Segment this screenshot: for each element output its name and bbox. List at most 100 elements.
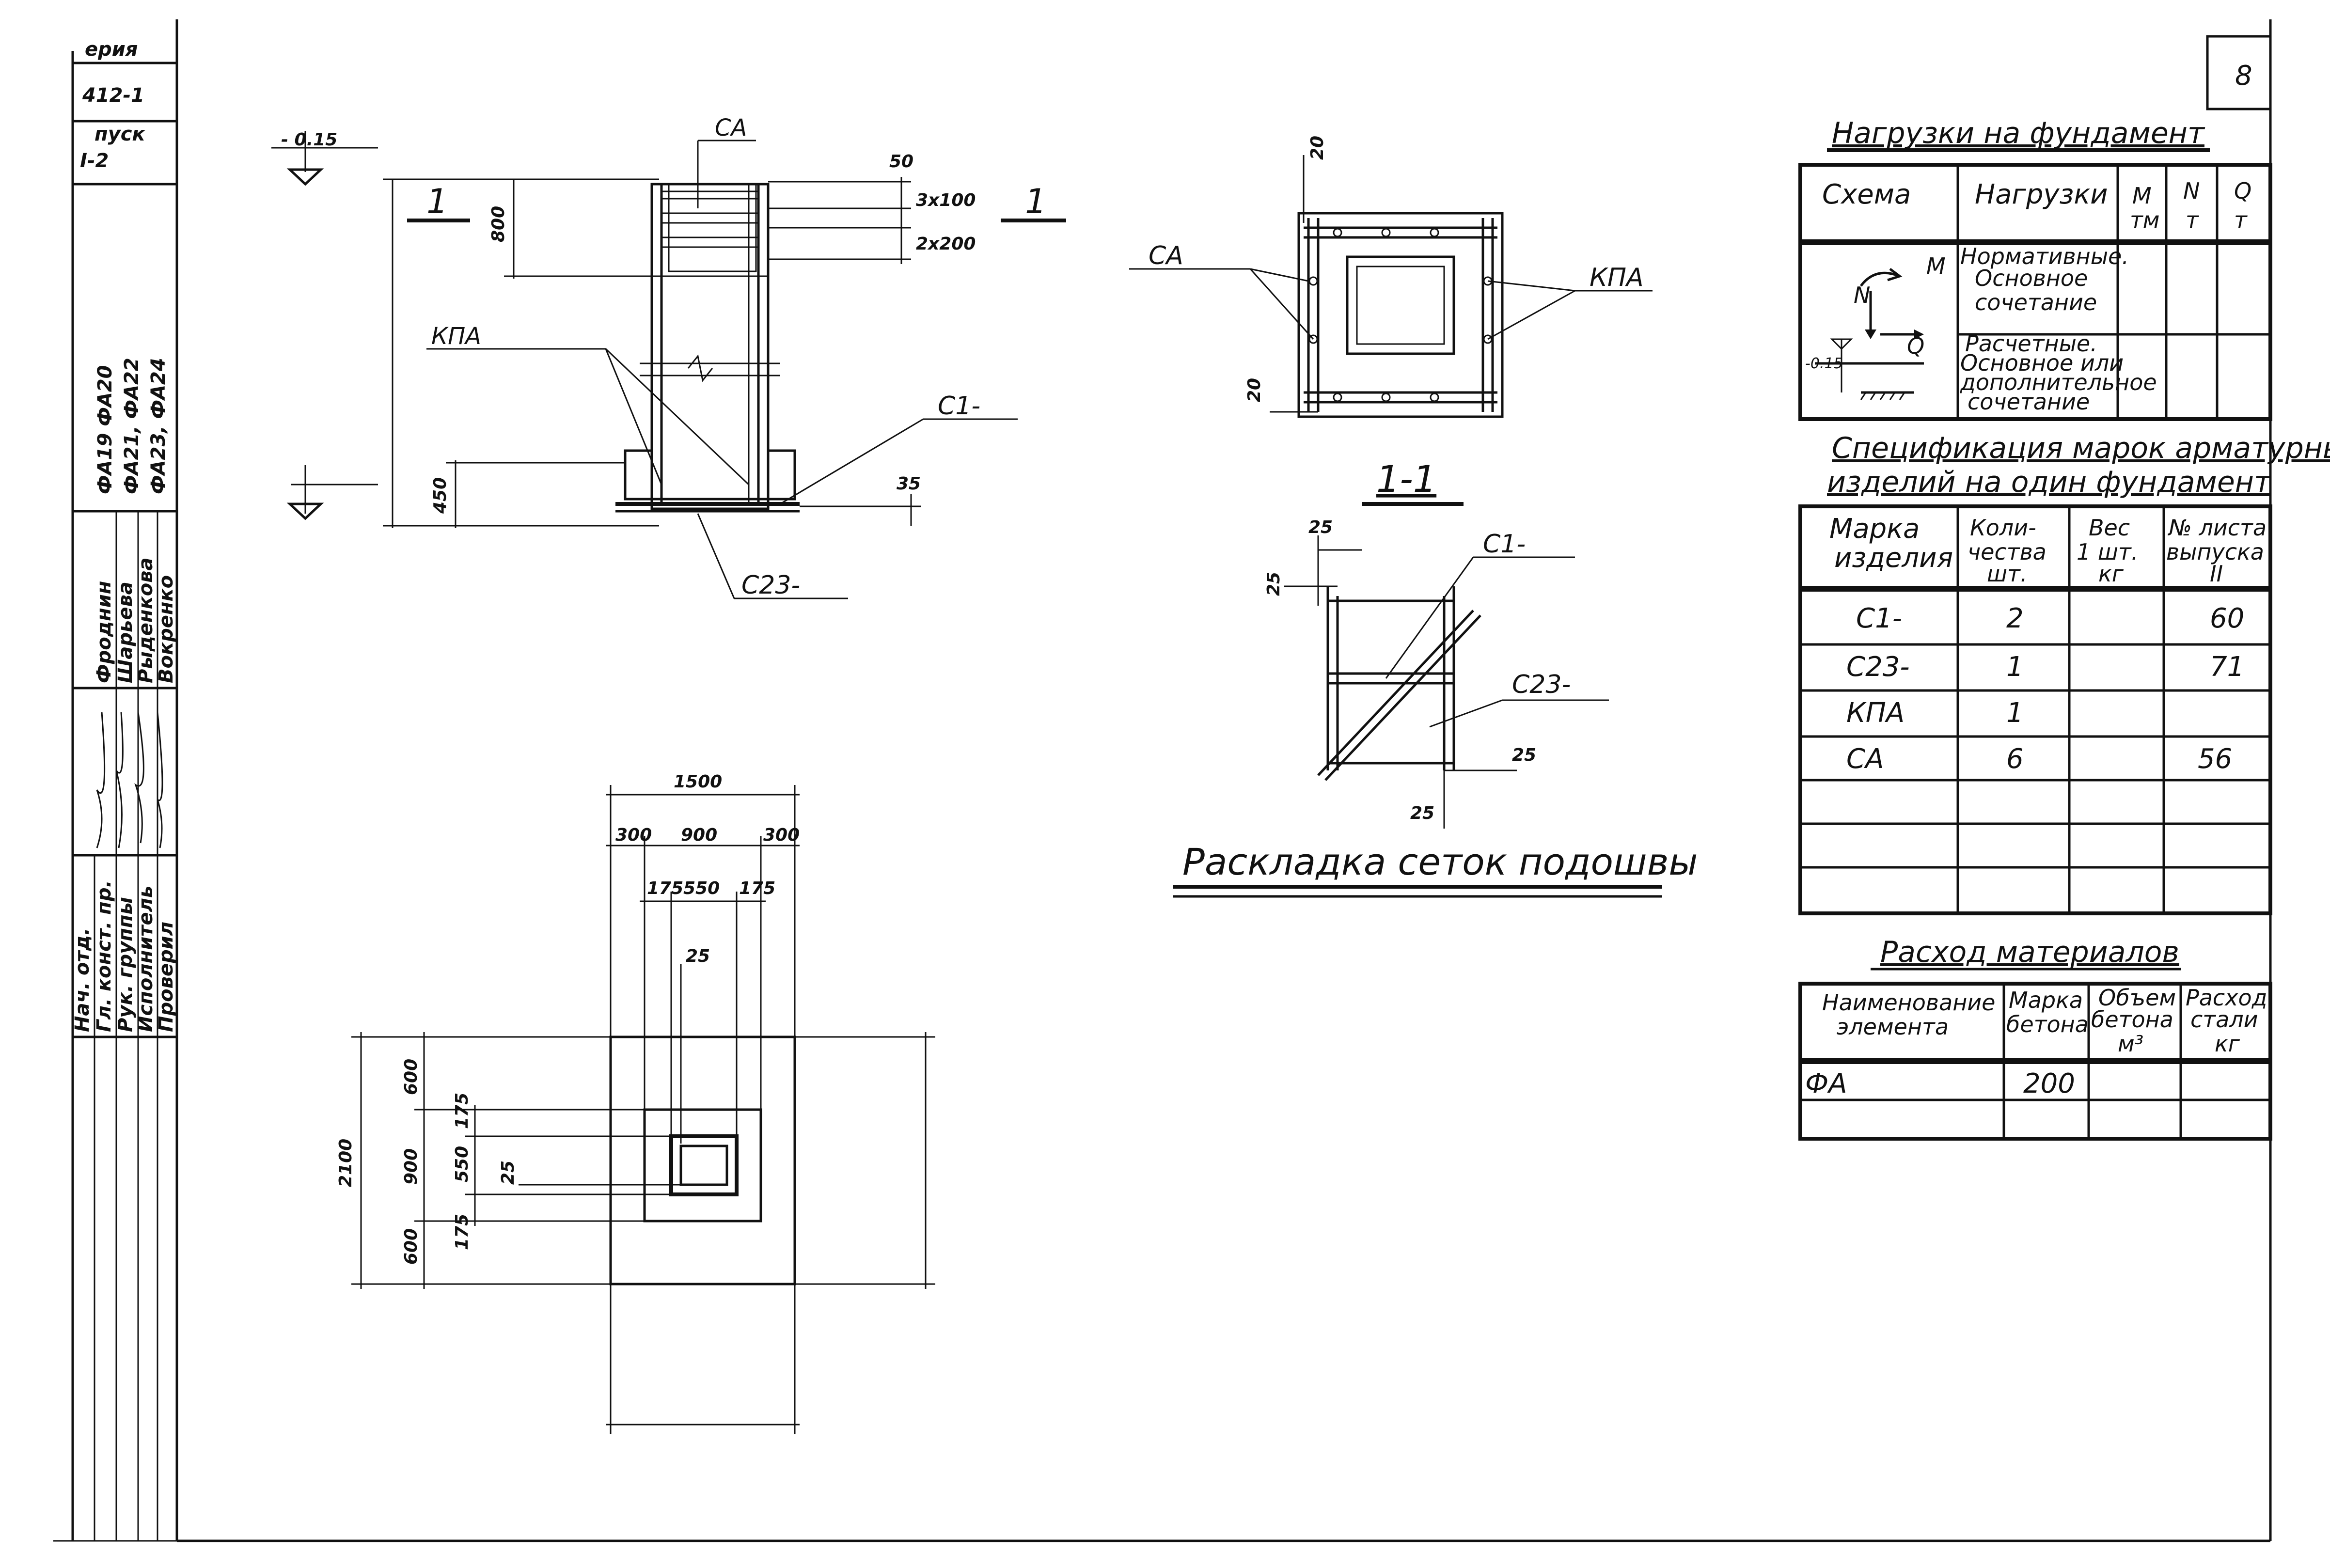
loads-r2-l1: Расчетные. xyxy=(1965,330,2097,357)
series-label: ерия xyxy=(85,38,138,61)
scheme-n: N xyxy=(1854,282,1870,308)
mesh-plan: СА КПА 20 20 xyxy=(1129,136,1653,418)
plan-dim-offset-v: 25 xyxy=(498,1160,518,1185)
mark-line-2: ФА21, ФА22 xyxy=(121,358,143,494)
sheet-number: 8 xyxy=(2235,60,2252,92)
spec-title-1: Спецификация марок арматурных xyxy=(1832,431,2330,465)
loads-r1-l2: Основное xyxy=(1975,265,2088,291)
scheme-m: М xyxy=(1926,253,1946,279)
plan-dim-overall-w: 1500 xyxy=(674,772,722,792)
spec-h-sheet-3: II xyxy=(2210,561,2223,587)
spec-r3-mark: КПА xyxy=(1846,697,1905,729)
spec-r2-qty: 1 xyxy=(2006,651,2024,683)
label-c23: С23- xyxy=(741,571,800,600)
materials-table: Расход материалов Наименование элемента … xyxy=(1798,935,2272,1141)
spec-r1-mark: С1- xyxy=(1856,603,1902,634)
s11-label-c23: С23- xyxy=(1512,670,1571,699)
mat-h-grade-1: Марка xyxy=(2009,987,2083,1013)
mat-h-steel-1: Расход xyxy=(2186,985,2267,1011)
loads-table: Нагрузки на фундамент Схема Нагрузки М т… xyxy=(1798,116,2272,421)
name-3: Рыденкова xyxy=(135,558,157,684)
spec-r4-qty: 6 xyxy=(2006,743,2024,775)
plan-dim-ih-top: 175 xyxy=(452,1093,472,1129)
plan-dim-w-right: 300 xyxy=(763,825,800,845)
loads-h-n-unit: т xyxy=(2186,207,2199,233)
dim-spacing-b: 2х200 xyxy=(916,234,976,254)
role-1: Нач. отд. xyxy=(71,928,94,1032)
role-5: Проверил xyxy=(155,922,177,1032)
mesh-layout-title-group: Раскладка сеток подошвы xyxy=(1173,840,1698,898)
scheme-q: Q xyxy=(1907,333,1924,359)
cut-mark-left: 1 xyxy=(426,182,448,221)
materials-title: Расход материалов xyxy=(1880,935,2179,969)
spec-r1-sheet: 60 xyxy=(2210,603,2244,634)
spec-h-qty-3: шт. xyxy=(1987,561,2028,587)
spec-h-weight-1: Вес xyxy=(2089,515,2130,541)
s11-dim-a: 25 xyxy=(1308,517,1333,537)
cut-mark-right: 1 xyxy=(1025,182,1047,221)
spec-h-sheet-1: № листа xyxy=(2167,515,2267,541)
mark-line-3: ФА23, ФА24 xyxy=(147,358,170,494)
loads-r1-l3: сочетание xyxy=(1975,289,2097,315)
spec-h-weight-2: 1 шт. xyxy=(2077,539,2138,565)
mat-r1-name: ФА xyxy=(1805,1068,1847,1099)
plan-dim-w-left: 300 xyxy=(615,825,652,845)
mesh-dim-top: 20 xyxy=(1307,136,1327,160)
s11-dim-b: 25 xyxy=(1264,572,1284,596)
spec-table: Спецификация марок арматурных изделий на… xyxy=(1798,431,2330,915)
name-2: Шарьева xyxy=(114,581,137,683)
plan-dim-inner-l: 175 xyxy=(647,878,683,898)
label-kpa: КПА xyxy=(431,323,481,350)
name-1: Фроднин xyxy=(93,581,115,683)
plan-dim-h-mid: 900 xyxy=(401,1148,421,1185)
section-1-1-title: 1-1 xyxy=(1376,457,1436,501)
dim-spacing-a: 3х100 xyxy=(916,190,976,210)
name-4: Вокренко xyxy=(155,575,177,683)
mat-h-name-1: Наименование xyxy=(1822,989,1995,1016)
loads-r1-l1: Нормативные. xyxy=(1960,243,2129,269)
issue-label: пуск xyxy=(94,123,145,145)
loads-r2-l3: дополнительное xyxy=(1960,369,2157,395)
spec-h-weight-3: кг xyxy=(2098,561,2124,587)
dim-h-bottom: 450 xyxy=(430,477,450,514)
spec-h-mark-2: изделия xyxy=(1834,542,1953,574)
loads-r2-l4: сочетание xyxy=(1968,389,2090,415)
spec-r2-sheet: 71 xyxy=(2210,651,2244,683)
mat-h-vol-1: Объем xyxy=(2098,985,2176,1011)
loads-scheme-sketch: М N Q -0.15 xyxy=(1805,253,1946,400)
mesh-layout-title: Раскладка сеток подошвы xyxy=(1182,840,1698,883)
spec-h-qty-1: Коли- xyxy=(1970,515,2036,541)
s11-dim-c: 25 xyxy=(1512,745,1536,765)
loads-h-q-unit: т xyxy=(2234,207,2248,233)
dim-h-top: 800 xyxy=(488,206,508,242)
series-code: 412-1 xyxy=(82,84,144,107)
mat-h-vol-2: бетона xyxy=(2091,1006,2173,1033)
loads-h-m: М xyxy=(2132,183,2152,209)
spec-title-2: изделий на один фундамент xyxy=(1827,465,2272,499)
mat-h-grade-2: бетона xyxy=(2006,1011,2089,1037)
section-view: - 0.15 СА xyxy=(271,114,1066,600)
dim-top-cover: 50 xyxy=(889,152,913,172)
loads-h-m-unit: тм xyxy=(2130,207,2160,233)
signatures xyxy=(96,712,163,848)
plan-dim-overall-h: 2100 xyxy=(336,1139,356,1187)
plan-dim-offset: 25 xyxy=(686,946,710,966)
plan-dim-w-mid: 900 xyxy=(681,825,717,845)
role-3: Рук. группы xyxy=(114,897,137,1032)
mat-h-name-2: элемента xyxy=(1837,1014,1949,1040)
mat-h-vol-3: м³ xyxy=(2118,1031,2143,1057)
label-ca: СА xyxy=(715,114,747,141)
mat-h-steel-2: стали xyxy=(2190,1006,2258,1033)
side-title-block: ерия 412-1 пуск I-2 ФА19 ФА20 ФА21, ФА22… xyxy=(71,38,177,1541)
issue-number: I-2 xyxy=(80,150,109,172)
spec-r2-mark: С23- xyxy=(1846,651,1910,683)
label-c1: С1- xyxy=(938,392,980,421)
spec-h-sheet-2: выпуска xyxy=(2166,539,2264,565)
spec-h-mark-1: Марка xyxy=(1829,513,1920,545)
plan-view: 1500 300 900 300 175 550 175 25 2100 600… xyxy=(336,772,935,1434)
plan-dim-h-top: 600 xyxy=(401,1059,421,1095)
loads-h-n: N xyxy=(2183,178,2200,204)
plan-dim-ih-mid: 550 xyxy=(452,1146,472,1182)
spec-h-qty-2: чества xyxy=(1968,539,2047,565)
mesh-dim-bottom: 20 xyxy=(1244,378,1264,402)
